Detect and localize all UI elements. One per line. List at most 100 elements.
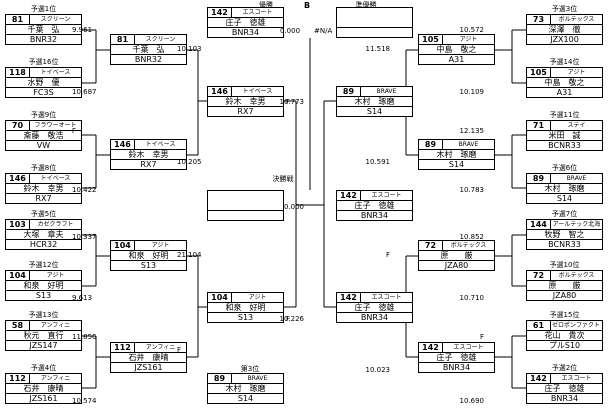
team-name: アールテック北海 (552, 221, 601, 228)
driver-name: 中島 敬之 (544, 78, 585, 87)
score-s1: F (286, 98, 291, 106)
car-model: JZS147 (29, 341, 58, 350)
driver-name: 石井 康晴 (128, 353, 169, 362)
seed-label: 予選11位 (549, 111, 580, 119)
car-number: 142 (419, 343, 443, 353)
team-name: カゼクラフト (37, 221, 74, 228)
score-l4: 10.422 (72, 186, 97, 194)
car-number: 146 (6, 174, 30, 184)
team-name: BRAVE (458, 141, 479, 148)
car-number: 70 (6, 121, 30, 131)
score-l8: 10.574 (72, 397, 97, 405)
team-name: アジト (248, 294, 267, 301)
car-number: 72 (419, 241, 443, 251)
driver-name: 庄子 徳雄 (225, 18, 266, 27)
team-name: アジト (151, 242, 170, 249)
car-model: A31 (556, 88, 573, 97)
driver-name: 木村 琢磨 (354, 97, 395, 106)
driver-name: 斎藤 敬浩 (23, 131, 64, 140)
car-model: JZA80 (552, 291, 577, 300)
driver-name: 庄子 徳雄 (436, 353, 477, 362)
score-l1: 9.961 (72, 26, 93, 34)
driver-name: 庄子 徳雄 (354, 201, 395, 210)
score-r2: 10.109 (459, 88, 485, 96)
car-model: RX7 (35, 194, 52, 203)
score-r1: 10.572 (459, 26, 485, 34)
seed-label: 予選1位 (30, 5, 57, 13)
driver-name: 水野 優 (27, 78, 60, 87)
car-number: 103 (6, 220, 30, 230)
score-q2: 10.205 (177, 158, 202, 166)
driver-name: 米田 誠 (548, 131, 581, 140)
team-name: アンフィニ (145, 344, 176, 351)
car-number: 104 (6, 271, 30, 281)
third-place-label: 第3位 (240, 365, 260, 373)
seed-label: 予選15位 (549, 311, 580, 319)
driver-name: 庄子 徳雄 (354, 303, 395, 312)
driver-name: 和泉 好明 (23, 281, 64, 290)
runner-up-slot-divider (337, 17, 412, 28)
driver-name: 和泉 好明 (128, 251, 169, 260)
car-number: 81 (111, 35, 135, 45)
driver-name: 鈴木 幸男 (128, 150, 169, 159)
team-name: BRAVE (376, 88, 397, 95)
driver-name: 千葉 弘 (132, 45, 165, 54)
car-number: 104 (208, 293, 232, 303)
car-number: 81 (6, 15, 30, 25)
score-r8: 10.690 (459, 397, 485, 405)
car-model: BNR34 (360, 211, 389, 220)
car-model: A31 (448, 55, 465, 64)
seed-label: 予選10位 (549, 261, 580, 269)
seed-label: 予選16位 (28, 58, 59, 66)
car-number: 144 (527, 220, 551, 230)
car-model: HCR32 (29, 240, 58, 249)
car-number: 105 (419, 35, 443, 45)
car-model: S14 (448, 160, 465, 169)
car-model: BNR34 (550, 394, 579, 403)
score-l6: 9.613 (72, 294, 93, 302)
car-model: BNR32 (29, 35, 58, 44)
seed-label: 予選4位 (30, 364, 57, 372)
score-s3: 10.773 (279, 98, 305, 106)
car-model: BCNR33 (548, 240, 581, 249)
car-number: 142 (208, 8, 232, 18)
team-name: エスコート (453, 344, 484, 351)
score-q1: 10.103 (177, 45, 202, 53)
driver-name: 鈴木 幸男 (23, 184, 64, 193)
car-model: BNR34 (231, 28, 260, 37)
car-number: 61 (527, 321, 551, 331)
car-model: JZS161 (29, 394, 58, 403)
score-q8: 10.023 (365, 366, 391, 374)
seed-label: 予選14位 (549, 58, 580, 66)
seed-label: 予選6位 (551, 164, 578, 172)
car-number: 89 (337, 87, 361, 97)
team-name: エスコート (561, 375, 592, 382)
seed-label: 予選12位 (28, 261, 59, 269)
car-number: 89 (208, 374, 232, 384)
seed-label: 予選7位 (551, 210, 578, 218)
driver-name: 深澤 徹 (548, 25, 581, 34)
seed-label: 予選5位 (30, 210, 57, 218)
car-model: S14 (237, 394, 254, 403)
car-number: 118 (6, 68, 30, 78)
score-q3: 21.104 (177, 251, 202, 259)
class-label: B (303, 1, 311, 10)
